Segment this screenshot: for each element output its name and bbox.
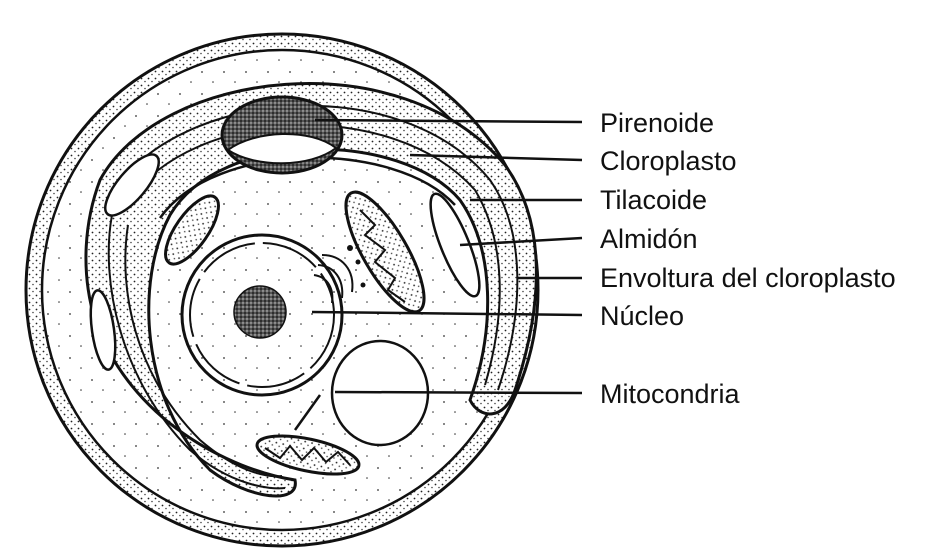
labels: Pirenoide Cloroplasto Tilacoide Almidón … [600, 108, 896, 409]
label-tilacoide: Tilacoide [600, 185, 707, 215]
nucleus [182, 235, 342, 395]
label-almidon: Almidón [600, 224, 698, 254]
label-mitocondria: Mitocondria [600, 379, 741, 409]
label-nucleo: Núcleo [600, 301, 684, 331]
label-cloroplasto: Cloroplasto [600, 146, 737, 176]
leader-line-mitocondria [335, 392, 582, 393]
label-pirenoide: Pirenoide [600, 108, 714, 138]
pyrenoid [222, 97, 342, 173]
label-envoltura-del-cloroplasto: Envoltura del cloroplasto [600, 263, 896, 293]
